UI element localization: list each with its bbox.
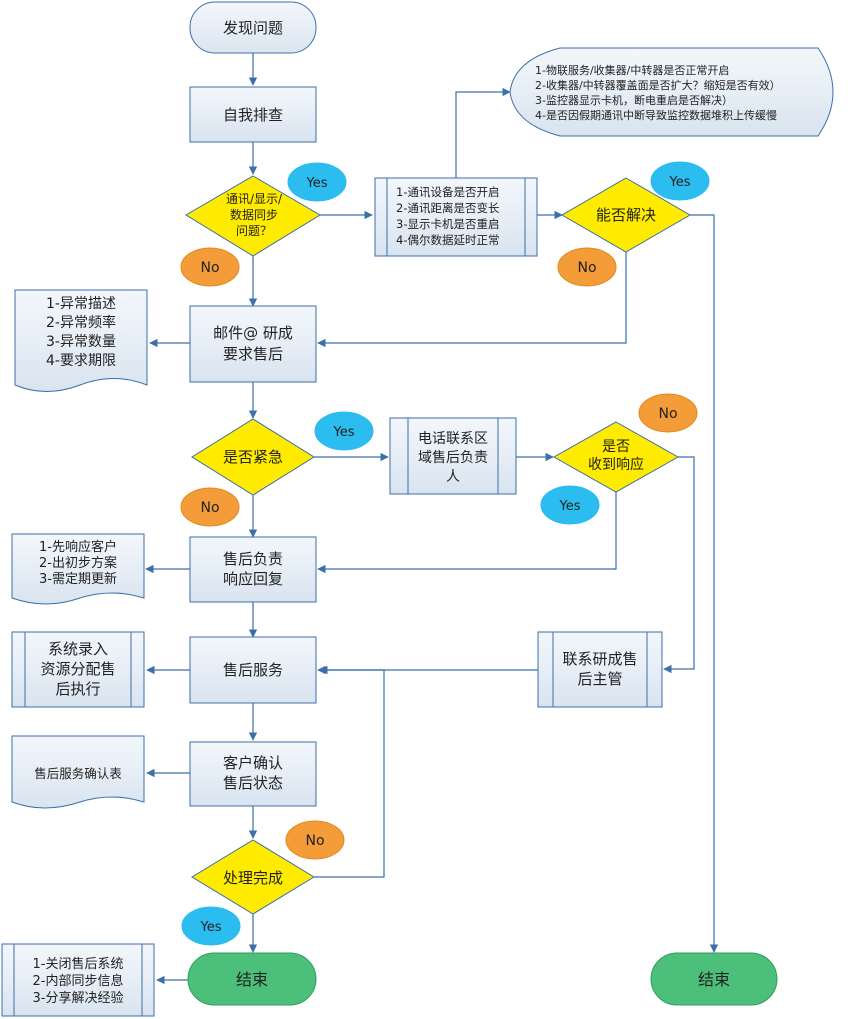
- customer-confirm-box: 客户确认 售后状态: [189, 741, 317, 807]
- phone-contact-line-1: 电话联系区: [418, 431, 488, 447]
- customer-confirm-line-1: 客户确认: [223, 754, 283, 772]
- yes-badge-response: Yes: [540, 485, 600, 525]
- done-diamond: 处理完成: [191, 839, 315, 915]
- check-list-1-item-4: 4-偶尔数据延时正常: [396, 233, 499, 247]
- yes-badge-cansolve: Yes: [650, 161, 710, 201]
- response-received-line-1: 是否: [602, 439, 630, 455]
- svg-text:No: No: [577, 260, 596, 276]
- service-box: 售后服务: [189, 636, 317, 704]
- system-entry-line-1: 系统录入: [48, 640, 108, 658]
- iot-check-item-1: 1-物联服务/收集器/中转器是否正常开启: [535, 63, 729, 77]
- reply-list-document: 1-先响应客户 2-出初步方案 3-需定期更新: [11, 533, 145, 605]
- badges: Yes No Yes No Yes No No Yes: [180, 161, 710, 946]
- svg-text:No: No: [200, 260, 219, 276]
- report-list-item-1: 1-异常描述: [46, 296, 116, 312]
- edge-cansolve-email: [317, 252, 627, 348]
- sync-question-diamond: 通讯/显示/ 数据同步 问题？: [185, 175, 321, 257]
- no-badge-sync: No: [180, 247, 240, 287]
- email-rd-line-2: 要求售后: [223, 345, 283, 363]
- reply-list-item-2: 2-出初步方案: [39, 555, 117, 571]
- svg-text:Yes: Yes: [333, 425, 355, 440]
- done-label: 处理完成: [223, 869, 283, 887]
- phone-contact-line-2: 域售后负责: [418, 450, 488, 466]
- no-badge-cansolve: No: [557, 247, 617, 287]
- reply-list-item-1: 1-先响应客户: [39, 539, 117, 555]
- confirm-form-document: 售后服务确认表: [11, 735, 145, 809]
- edge-checklist-iot: [455, 87, 511, 178]
- contact-manager-box: 联系研成售 后主管: [537, 631, 663, 708]
- system-entry-line-3: 后执行: [55, 680, 100, 698]
- aftersale-reply-box: 售后负责 响应回复: [189, 536, 317, 603]
- response-received-line-2: 收到响应: [588, 456, 644, 473]
- customer-confirm-line-2: 售后状态: [223, 774, 283, 792]
- svg-text:Yes: Yes: [559, 499, 581, 514]
- email-rd-line-1: 邮件@ 研成: [213, 324, 293, 342]
- svg-text:Yes: Yes: [306, 176, 328, 191]
- service-label: 售后服务: [223, 661, 283, 679]
- aftersale-reply-line-1: 售后负责: [223, 550, 283, 568]
- report-list-item-2: 2-异常频率: [46, 314, 116, 331]
- svg-text:No: No: [200, 500, 219, 516]
- iot-check-item-3: 3-监控器显示卡机，断电重启是否解决）: [535, 93, 733, 107]
- final-list-item-1: 1-关闭售后系统: [33, 956, 124, 972]
- self-check-box: 自我排查: [189, 86, 317, 143]
- edge-response-manager: [663, 456, 695, 674]
- system-entry-line-2: 资源分配售: [40, 660, 115, 678]
- end-right-terminal: 结束: [650, 952, 778, 1006]
- edges: [145, 53, 719, 985]
- urgent-diamond: 是否紧急: [191, 418, 315, 496]
- self-check-label: 自我排查: [223, 106, 283, 124]
- reply-list-item-3: 3-需定期更新: [39, 571, 117, 587]
- confirm-form-label: 售后服务确认表: [34, 766, 122, 781]
- sync-question-line-3: 问题？: [236, 224, 272, 238]
- report-list-item-4: 4-要求期限: [46, 353, 116, 369]
- iot-check-item-2: 2-收集器/中转器覆盖面是否扩大？缩短是否有效）: [535, 78, 781, 92]
- system-entry-box: 系统录入 资源分配售 后执行: [11, 631, 145, 708]
- can-solve-diamond: 能否解决: [561, 177, 691, 253]
- edge-response-reply: [317, 490, 617, 574]
- contact-manager-line-2: 后主管: [577, 670, 622, 688]
- no-badge-done: No: [285, 820, 345, 860]
- final-list-item-3: 3-分享解决经验: [33, 990, 124, 1006]
- final-list-item-2: 2-内部同步信息: [33, 973, 124, 989]
- end-left-label: 结束: [236, 970, 268, 989]
- iot-check-shape: 1-物联服务/收集器/中转器是否正常开启 2-收集器/中转器覆盖面是否扩大？缩短…: [509, 47, 834, 137]
- phone-contact-box: 电话联系区 域售后负责 人: [389, 417, 517, 495]
- sync-question-line-2: 数据同步: [230, 207, 278, 222]
- report-list-item-3: 3-异常数量: [46, 334, 116, 350]
- start-terminal: 发现问题: [189, 1, 317, 54]
- aftersale-reply-line-2: 响应回复: [223, 570, 283, 588]
- yes-badge-urgent: Yes: [314, 411, 374, 451]
- check-list-1-box: 1-通讯设备是否开启 2-通讯距离是否变长 3-显示卡机是否重启 4-偶尔数据延…: [374, 177, 538, 257]
- response-received-diamond: 是否 收到响应: [552, 421, 680, 493]
- edge-cansolve-end: [690, 214, 719, 953]
- email-rd-box: 邮件@ 研成 要求售后: [189, 305, 317, 383]
- sync-question-line-1: 通讯/显示/: [226, 192, 283, 206]
- check-list-1-item-3: 3-显示卡机是否重启: [396, 217, 499, 231]
- edge-done-service: [314, 665, 385, 878]
- end-right-label: 结束: [698, 970, 730, 989]
- svg-text:Yes: Yes: [669, 175, 691, 190]
- phone-contact-line-3: 人: [446, 469, 460, 485]
- can-solve-label: 能否解决: [596, 206, 656, 224]
- check-list-1-item-2: 2-通讯距离是否变长: [396, 201, 500, 215]
- report-list-document: 1-异常描述 2-异常频率 3-异常数量 4-要求期限: [14, 289, 148, 392]
- yes-badge-sync: Yes: [287, 162, 347, 202]
- svg-text:No: No: [658, 406, 677, 422]
- no-badge-response: No: [638, 393, 698, 433]
- svg-text:No: No: [305, 833, 324, 849]
- svg-text:Yes: Yes: [200, 920, 222, 935]
- start-label: 发现问题: [223, 19, 283, 37]
- check-list-1-item-1: 1-通讯设备是否开启: [396, 185, 499, 199]
- urgent-label: 是否紧急: [223, 448, 283, 466]
- final-list-box: 1-关闭售后系统 2-内部同步信息 3-分享解决经验: [1, 943, 155, 1017]
- contact-manager-line-1: 联系研成售: [562, 650, 637, 668]
- no-badge-urgent: No: [180, 487, 240, 527]
- iot-check-item-4: 4-是否因假期通讯中断导致监控数据堆积上传缓慢: [535, 108, 777, 122]
- end-left-terminal: 结束: [187, 952, 317, 1006]
- yes-badge-done: Yes: [181, 906, 241, 946]
